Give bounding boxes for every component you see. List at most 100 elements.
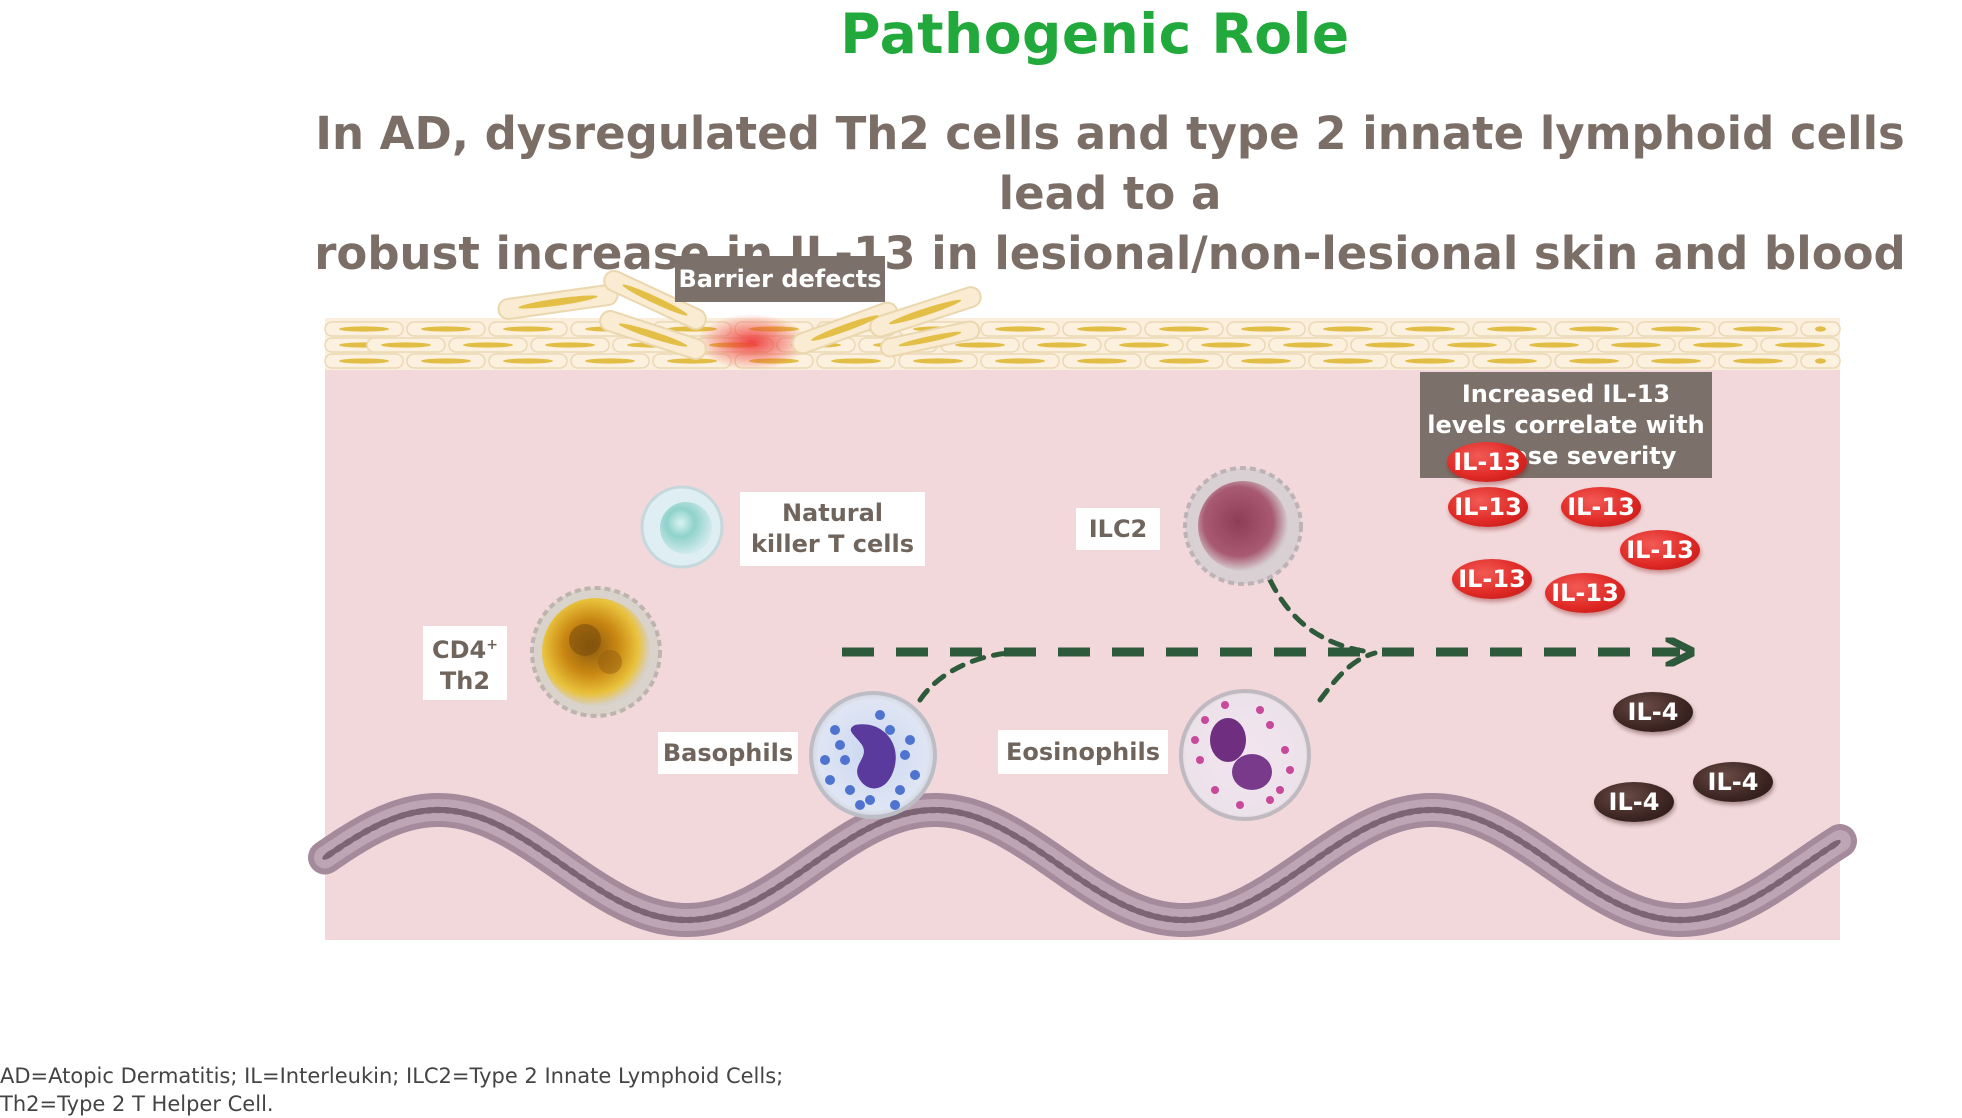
keratinocyte-nucleus bbox=[995, 326, 1045, 332]
keratinocyte-nucleus bbox=[667, 358, 717, 364]
basophils-label: Basophils bbox=[658, 732, 798, 774]
cd4-th2-label: CD4+ Th2 bbox=[423, 626, 507, 700]
basophil-granule bbox=[900, 750, 910, 760]
subtitle-line-2: robust increase in IL-13 in lesional/non… bbox=[314, 227, 1906, 280]
epidermis-cells bbox=[324, 321, 1841, 369]
keratinocyte-nucleus bbox=[1159, 358, 1209, 364]
keratinocyte-nucleus bbox=[1569, 358, 1619, 364]
barrier-defect-inflammation bbox=[697, 314, 807, 370]
keratinocyte-nucleus bbox=[1733, 358, 1783, 364]
subtitle-line-1: In AD, dysregulated Th2 cells and type 2… bbox=[315, 107, 1905, 220]
eosinophil-granule bbox=[1196, 756, 1204, 764]
keratinocyte-nucleus bbox=[1651, 326, 1701, 332]
cd4-label-line-1: CD4+ bbox=[432, 630, 498, 666]
keratinocyte-nucleus bbox=[339, 326, 389, 332]
keratinocyte-nucleus bbox=[421, 326, 471, 332]
eosinophil-granule bbox=[1221, 701, 1229, 709]
basement-membrane bbox=[308, 792, 1857, 938]
severity-label-line-2: levels correlate with bbox=[1427, 410, 1705, 439]
keratinocyte-nucleus bbox=[955, 342, 1005, 348]
cd4-text: CD4 bbox=[432, 635, 487, 664]
nkt-label-line-1: Natural bbox=[781, 499, 884, 527]
page-subtitle: In AD, dysregulated Th2 cells and type 2… bbox=[270, 104, 1950, 284]
keratinocyte-nucleus bbox=[503, 326, 553, 332]
keratinocyte-nucleus bbox=[339, 358, 389, 364]
basophil-granule bbox=[830, 725, 840, 735]
basophil-granule bbox=[905, 735, 915, 745]
basophil-granule bbox=[840, 755, 850, 765]
basophil-granule bbox=[885, 725, 895, 735]
keratinocyte-nucleus bbox=[1611, 342, 1661, 348]
cd4-label-line-2: Th2 bbox=[439, 666, 491, 695]
keratinocyte-nucleus bbox=[1241, 326, 1291, 332]
il13-molecule: IL-13 bbox=[1620, 530, 1700, 570]
keratinocyte-nucleus bbox=[1283, 342, 1333, 348]
footnote: AD=Atopic Dermatitis; IL=Interleukin; IL… bbox=[0, 1062, 783, 1118]
keratinocyte-nucleus bbox=[585, 358, 635, 364]
basophil-granule bbox=[825, 775, 835, 785]
eosinophil-granule bbox=[1256, 706, 1264, 714]
keratinocyte-nucleus bbox=[1037, 342, 1087, 348]
keratinocyte-nucleus bbox=[1815, 326, 1826, 332]
il13-molecule: IL-13 bbox=[1452, 559, 1532, 599]
keratinocyte-nucleus bbox=[1201, 342, 1251, 348]
detached-keratinocyte-nuclei bbox=[518, 284, 962, 347]
il13-molecule: IL-13 bbox=[1448, 487, 1528, 527]
basophil-granule bbox=[895, 785, 905, 795]
il13-molecule: IL-13 bbox=[1545, 573, 1625, 613]
basophil-granule bbox=[910, 770, 920, 780]
keratinocyte-nucleus bbox=[1775, 342, 1825, 348]
cd4-th2-cell bbox=[530, 586, 662, 718]
severity-label-line-1: Increased IL-13 bbox=[1461, 379, 1671, 408]
basophil-granule bbox=[875, 710, 885, 720]
nkt-cell bbox=[640, 485, 724, 569]
basophil-granule bbox=[890, 800, 900, 810]
eosinophil-granule bbox=[1211, 786, 1219, 794]
keratinocyte-nucleus bbox=[1241, 358, 1291, 364]
keratinocyte-nucleus bbox=[1693, 342, 1743, 348]
keratinocyte-nucleus bbox=[1365, 342, 1415, 348]
eosinophil-cell bbox=[1179, 689, 1311, 821]
basophil-path bbox=[917, 650, 1013, 703]
nkt-label-line-2: killer T cells bbox=[750, 530, 915, 558]
barrier-defects-label: Barrier defects bbox=[675, 256, 885, 302]
keratinocyte-nucleus bbox=[545, 342, 595, 348]
keratinocyte-nucleus bbox=[1487, 326, 1537, 332]
keratinocyte-nucleus bbox=[381, 342, 431, 348]
basophil-granule bbox=[845, 785, 855, 795]
keratinocyte-nucleus bbox=[503, 358, 553, 364]
ilc2-label: ILC2 bbox=[1076, 508, 1160, 550]
eosinophils-label: Eosinophils bbox=[998, 730, 1168, 774]
keratinocyte-nucleus bbox=[421, 358, 471, 364]
il13-molecule: IL-13 bbox=[1561, 487, 1641, 527]
eosinophil-granule bbox=[1281, 746, 1289, 754]
eosinophil-granule bbox=[1286, 766, 1294, 774]
il4-molecule: IL-4 bbox=[1693, 762, 1773, 802]
basophil-granule bbox=[855, 800, 865, 810]
eosinophil-granule bbox=[1201, 716, 1209, 724]
keratinocyte-nucleus bbox=[831, 358, 881, 364]
basophil-granule bbox=[820, 755, 830, 765]
keratinocyte-nucleus bbox=[1323, 326, 1373, 332]
il4-molecule: IL-4 bbox=[1594, 782, 1674, 822]
keratinocyte-nucleus bbox=[1447, 342, 1497, 348]
keratinocyte-nucleus bbox=[1529, 342, 1579, 348]
membrane-cell-nucleus bbox=[1825, 839, 1841, 852]
keratinocyte-nucleus bbox=[1077, 326, 1127, 332]
keratinocyte-nucleus bbox=[1119, 342, 1169, 348]
il13-molecule: IL-13 bbox=[1447, 442, 1527, 482]
keratinocyte-nucleus bbox=[1405, 358, 1455, 364]
keratinocyte-nucleus bbox=[1651, 358, 1701, 364]
eosinophil-granule bbox=[1236, 801, 1244, 809]
eosinophil-granule bbox=[1191, 736, 1199, 744]
keratinocyte-nucleus bbox=[1815, 358, 1826, 364]
keratinocyte-nucleus bbox=[1077, 358, 1127, 364]
migration-paths bbox=[842, 577, 1680, 703]
keratinocyte-nucleus bbox=[995, 358, 1045, 364]
keratinocyte-nucleus bbox=[1323, 358, 1373, 364]
keratinocyte-nucleus bbox=[1569, 326, 1619, 332]
basophil-granule bbox=[865, 795, 875, 805]
eosinophil-granule bbox=[1276, 786, 1284, 794]
keratinocyte-nucleus bbox=[1487, 358, 1537, 364]
